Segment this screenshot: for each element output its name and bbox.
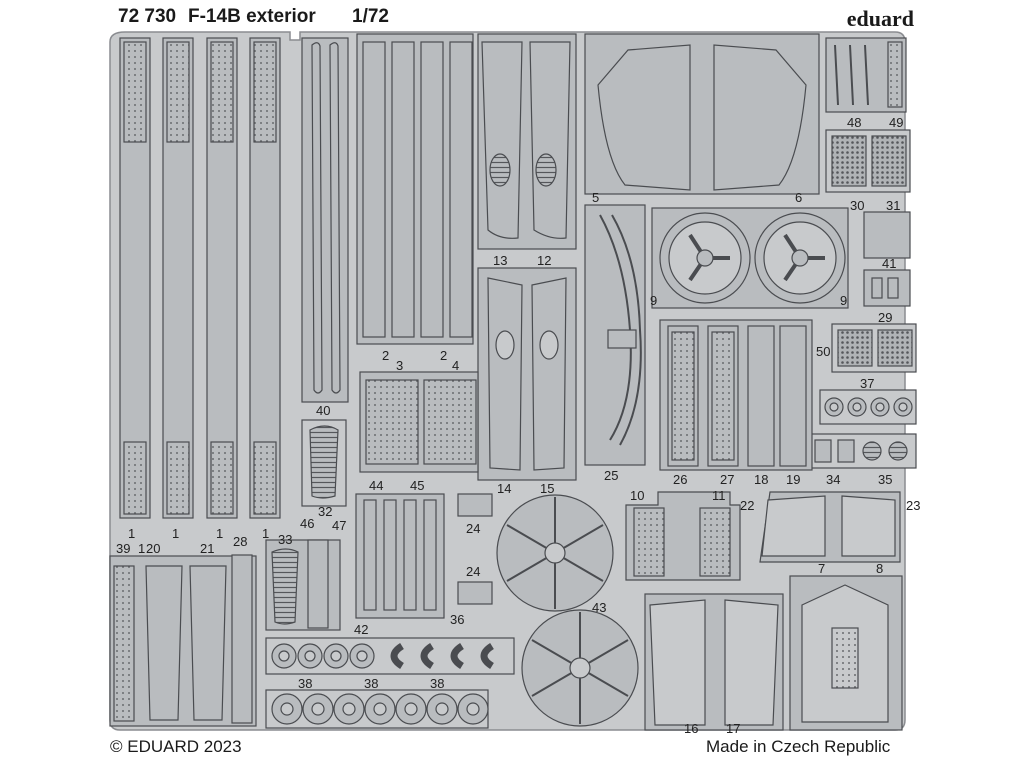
scale: 1/72: [352, 6, 389, 27]
parts-12-13-doors: [477, 33, 577, 250]
part-number: 30: [850, 198, 864, 213]
parts-22-23-7-8: [759, 491, 901, 563]
origin-label: Made in Czech Republic: [706, 737, 891, 756]
part-number: 16: [684, 721, 698, 736]
parts-wheel-discs: [496, 494, 639, 727]
part-number: 38: [298, 676, 312, 691]
parts-3-4: [359, 371, 479, 473]
fret-notch: [905, 32, 915, 62]
part-number: 44: [369, 478, 383, 493]
part-number: 14: [497, 481, 511, 496]
part-number: 27: [720, 472, 734, 487]
part-number: 15: [540, 481, 554, 496]
part-number: 9: [840, 293, 847, 308]
part-number: 1: [128, 526, 135, 541]
parts-41-29: [863, 211, 911, 307]
part-number: 46: [300, 516, 314, 531]
parts-48-49: [825, 37, 907, 113]
part-number: 5: [592, 190, 599, 205]
part-number: 29: [878, 310, 892, 325]
parts-14-15-doors: [477, 267, 577, 481]
part-number: 26: [673, 472, 687, 487]
copyright: © EDUARD 2023: [110, 737, 242, 756]
product-name: F-14B exterior: [188, 6, 316, 27]
part-5-cable: [584, 204, 646, 466]
parts-33-46-47: [265, 539, 341, 631]
part-number: 22: [740, 498, 754, 513]
part-number: 50: [816, 344, 830, 359]
part-number: 23: [906, 498, 920, 513]
part-number: 8: [876, 561, 883, 576]
parts-6-9-wheel-rings: [651, 207, 849, 309]
parts-39-20-21-28: [109, 554, 257, 727]
part-number: 1: [138, 541, 145, 556]
part-number: 49: [889, 115, 903, 130]
part-number: 11: [712, 488, 726, 503]
part-37-rings: [819, 389, 917, 425]
part-number: 32: [318, 504, 332, 519]
parts-26-27-18-19: [659, 319, 813, 471]
part-number: 20: [146, 541, 160, 556]
part-number: 39: [116, 541, 130, 556]
part-number: 43: [592, 600, 606, 615]
part-number: 34: [826, 472, 840, 487]
parts-2-panels: [356, 33, 474, 345]
part-number: 48: [847, 115, 861, 130]
part-number: 24: [466, 564, 480, 579]
part-number: 45: [410, 478, 424, 493]
parts-7-8-large: [789, 575, 903, 731]
part-number: 36: [450, 612, 464, 627]
parts-38-rings: [265, 689, 489, 729]
parts-42-36: [265, 637, 515, 675]
part-number: 17: [726, 721, 740, 736]
part-number: 25: [604, 468, 618, 483]
part-1-strips: [119, 37, 281, 519]
parts-16-17: [644, 593, 784, 731]
part-40: [301, 419, 347, 507]
catalog-number: 72 730: [118, 6, 177, 27]
part-number: 33: [278, 532, 292, 547]
parts-24: [457, 493, 493, 605]
part-number: 1: [216, 526, 223, 541]
part-number: 35: [878, 472, 892, 487]
part-number: 10: [630, 488, 644, 503]
parts-10-11: [625, 491, 741, 581]
part-number: 3: [396, 358, 403, 373]
part-number: 6: [795, 190, 802, 205]
part-number: 13: [493, 253, 507, 268]
parts-50-37: [831, 323, 917, 373]
part-number: 7: [818, 561, 825, 576]
part-number: 31: [886, 198, 900, 213]
parts-44-45: [355, 493, 445, 619]
part-number: 19: [786, 472, 800, 487]
part-number: 9: [650, 293, 657, 308]
part-number: 40: [316, 403, 330, 418]
part-number: 28: [233, 534, 247, 549]
parts-30-31: [825, 129, 911, 193]
part-number: 1: [262, 526, 269, 541]
part-number: 42: [354, 622, 368, 637]
brand-logo: eduard: [846, 6, 914, 31]
part-number: 1: [172, 526, 179, 541]
parts-34-35: [807, 433, 917, 469]
part-number: 2: [440, 348, 447, 363]
part-number: 2: [382, 348, 389, 363]
part-number: 41: [882, 256, 896, 271]
part-number: 37: [860, 376, 874, 391]
part-number-labels: 1 1 1 1 1 2 3 2 4 5 6 7 8 9 9 10 11 12 1…: [116, 115, 920, 736]
part-large-top-panels: [584, 33, 820, 195]
part-number: 24: [466, 521, 480, 536]
part-number: 38: [430, 676, 444, 691]
part-number: 12: [537, 253, 551, 268]
part-number: 38: [364, 676, 378, 691]
part-number: 47: [332, 518, 346, 533]
part-number: 4: [452, 358, 459, 373]
part-number: 21: [200, 541, 214, 556]
part-number: 18: [754, 472, 768, 487]
part-long-struts: [301, 37, 349, 403]
